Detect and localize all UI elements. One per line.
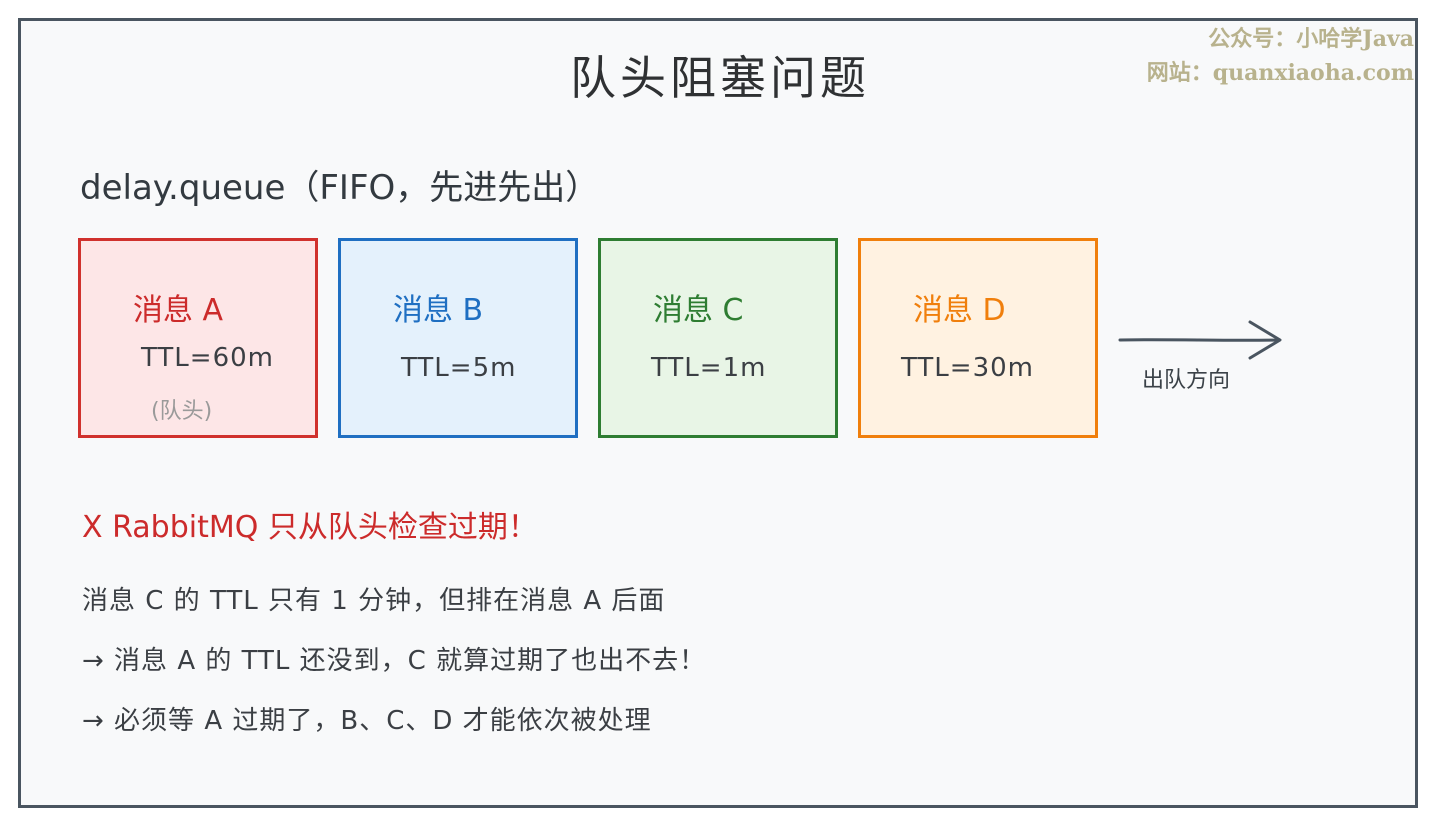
watermark-line-2: 网站：quanxiaoha.com [1146, 60, 1414, 86]
message-name: 消息 A [133, 293, 224, 328]
warning-text: X RabbitMQ 只从队头检查过期！ [82, 510, 538, 545]
message-name: 消息 C [653, 293, 744, 328]
queue-head-note: (队头) [151, 399, 213, 424]
message-box-a: 消息 A TTL=60m (队头) [78, 238, 318, 438]
message-ttl: TTL=30m [901, 353, 1034, 383]
message-box-c: 消息 C TTL=1m [598, 238, 838, 438]
message-ttl: TTL=60m [141, 343, 274, 373]
message-name: 消息 D [913, 293, 1006, 328]
message-ttl: TTL=1m [651, 353, 767, 383]
queue-label: delay.queue（FIFO，先进先出） [80, 168, 600, 208]
watermark: 公众号：小哈学Java 网站：quanxiaoha.com [1147, 22, 1414, 90]
message-box-d: 消息 D TTL=30m [858, 238, 1098, 438]
message-ttl: TTL=5m [401, 353, 517, 383]
message-name: 消息 B [393, 293, 484, 328]
dequeue-direction-label: 出队方向 [1142, 368, 1231, 393]
explanation-line: → 必须等 A 过期了，B、C、D 才能依次被处理 [82, 706, 652, 736]
diagram-title: 队头阻塞问题 [570, 51, 870, 105]
message-box-b: 消息 B TTL=5m [338, 238, 578, 438]
watermark-line-1: 公众号：小哈学Java [1208, 26, 1414, 52]
explanation-line: → 消息 A 的 TTL 还没到，C 就算过期了也出不去！ [82, 646, 707, 676]
dequeue-arrow-icon [1118, 320, 1282, 360]
explanation-line: 消息 C 的 TTL 只有 1 分钟，但排在消息 A 后面 [82, 586, 666, 616]
